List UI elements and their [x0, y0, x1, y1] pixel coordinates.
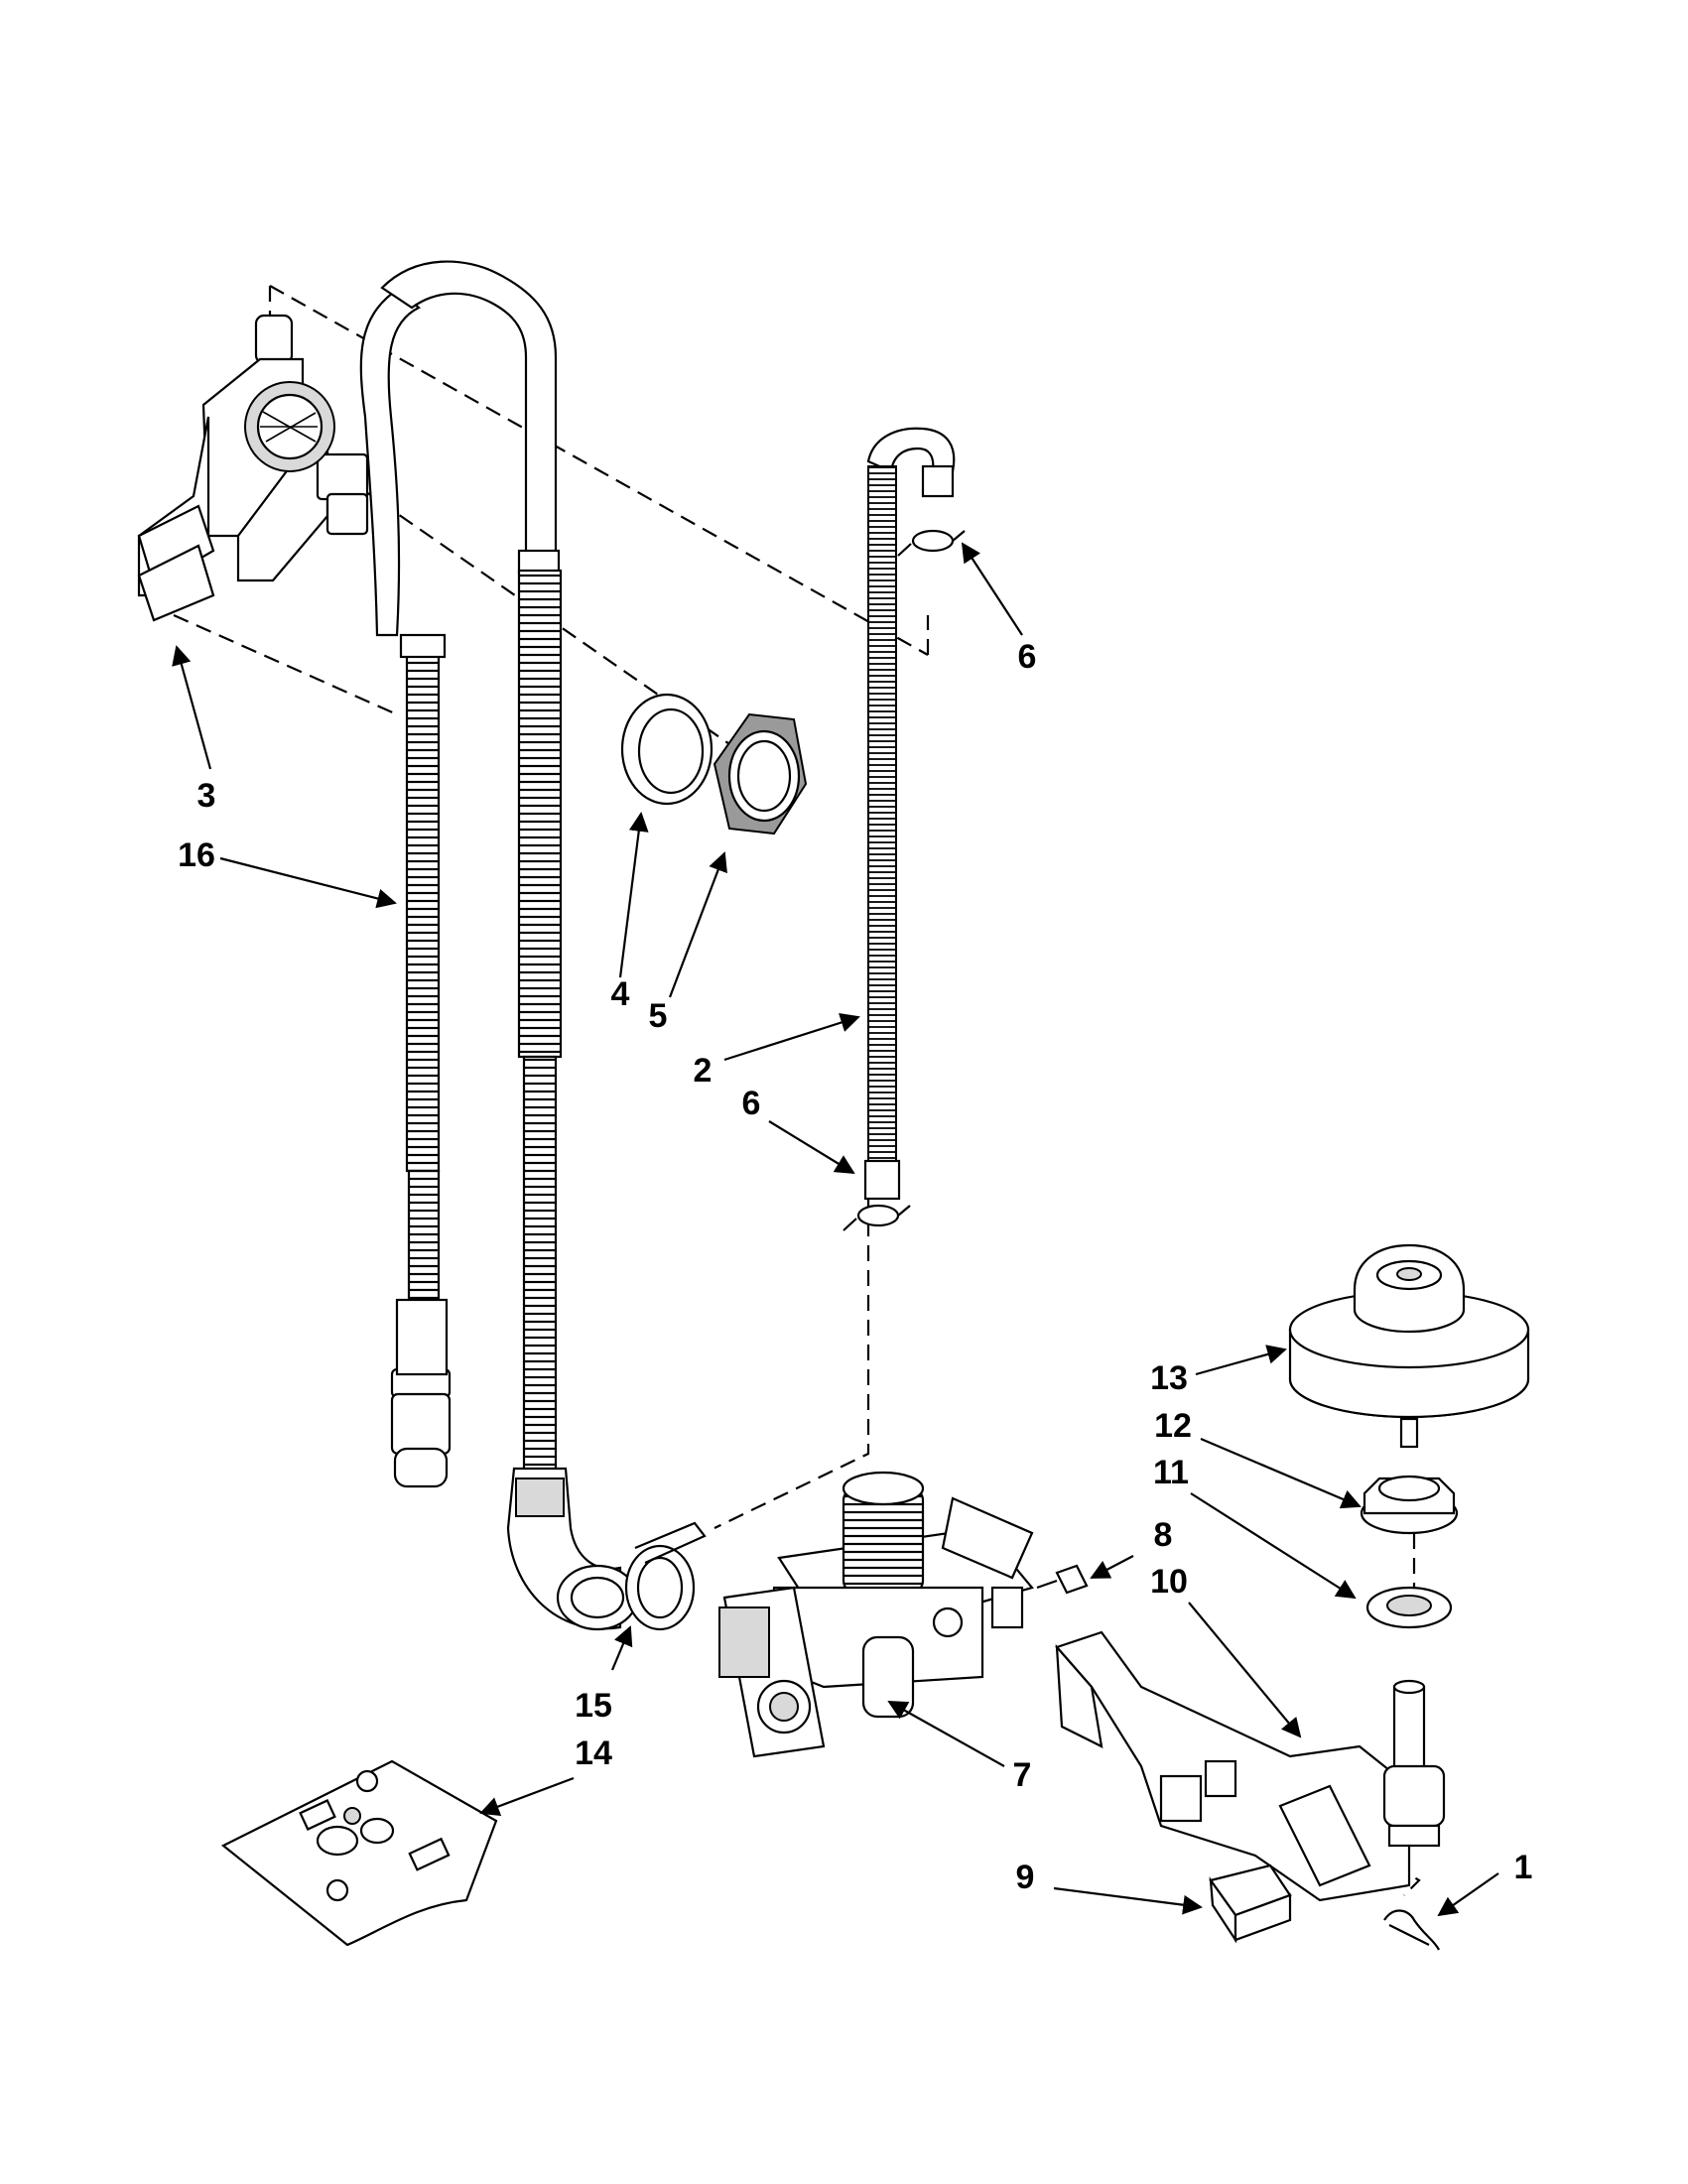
part-9-micro-switch — [1209, 1863, 1292, 1944]
callout-15: 15 — [575, 1687, 612, 1725]
callout-4: 4 — [611, 975, 630, 1013]
callout-3: 3 — [197, 777, 216, 815]
callout-9: 9 — [1016, 1859, 1035, 1896]
part-6-clamp-bottom — [843, 1204, 911, 1231]
callout-labels: 1 2 3 4 5 6 6 7 8 9 10 11 12 13 14 15 16 — [178, 638, 1532, 1896]
callout-6-top: 6 — [1018, 638, 1037, 676]
part-14-hardware-bag — [220, 1759, 498, 1947]
part-3-vent-housing — [137, 314, 369, 622]
callout-16: 16 — [178, 836, 215, 874]
callout-12: 12 — [1154, 1407, 1192, 1445]
part-4-gasket — [620, 693, 714, 806]
callout-1: 1 — [1514, 1849, 1533, 1886]
callout-14: 14 — [575, 1734, 612, 1772]
callout-13: 13 — [1150, 1359, 1188, 1397]
part-6-clamp-top — [897, 529, 966, 557]
callout-8: 8 — [1154, 1516, 1173, 1554]
callout-7: 7 — [1013, 1756, 1032, 1794]
part-12-nut — [1360, 1475, 1459, 1535]
callout-6-bottom: 6 — [742, 1085, 761, 1122]
callout-5: 5 — [649, 997, 668, 1035]
part-2-fill-hose — [863, 427, 956, 1201]
part-16-drain-hose — [359, 260, 639, 1631]
callout-10: 10 — [1150, 1563, 1188, 1601]
part-15-hose-clamp — [624, 1521, 707, 1631]
callout-leaders — [172, 542, 1499, 1917]
callout-2: 2 — [694, 1052, 713, 1090]
part-5-nut — [713, 712, 808, 835]
part-10-switch-bracket — [1055, 1630, 1446, 1902]
part-13-float — [1288, 1243, 1530, 1449]
part-11-gasket — [1365, 1586, 1453, 1629]
part-8-screw — [1036, 1564, 1089, 1595]
part-1-clip — [1383, 1909, 1440, 1951]
callout-11: 11 — [1153, 1454, 1189, 1491]
part-7-water-valve — [718, 1471, 1034, 1758]
